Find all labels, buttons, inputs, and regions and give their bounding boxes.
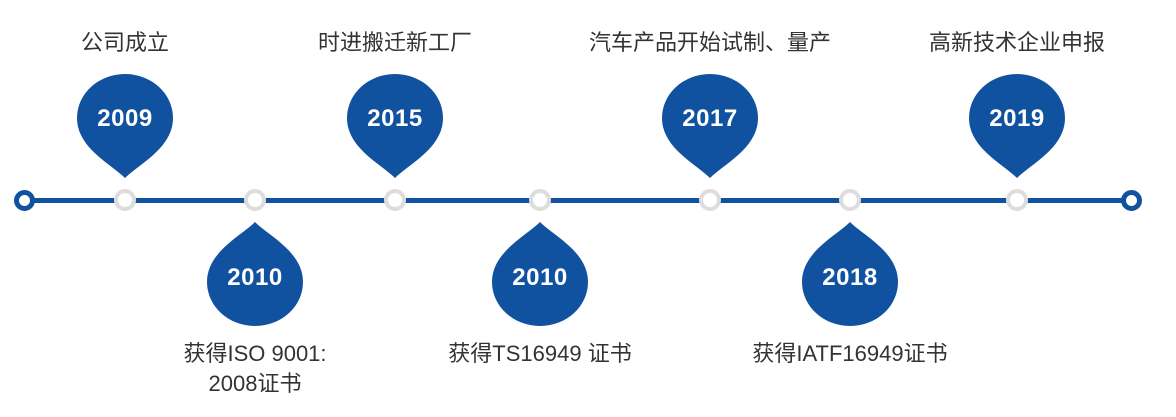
timeline-end-endpoint [1121,190,1142,211]
year-bubble: 2019 [967,74,1067,178]
year-bubble: 2010 [205,222,305,326]
event-year: 2009 [97,105,153,132]
year-bubble: 2018 [800,222,900,326]
timeline-node [839,189,861,211]
teardrop-shape [492,222,588,326]
year-bubble: 2009 [75,74,175,178]
year-bubble: 2010 [490,222,590,326]
event-year: 2019 [989,105,1045,132]
teardrop-shape [969,74,1065,178]
event-year: 2015 [367,105,423,132]
event-label: 获得TS16949 证书 [448,341,632,366]
event-year: 2010 [512,264,568,291]
timeline-start-endpoint [14,190,35,211]
timeline-node [244,189,266,211]
year-bubble: 2015 [345,74,445,178]
timeline-node [529,189,551,211]
event-label: 高新技术企业申报 [928,30,1106,55]
event-label: 获得ISO 9001: 2008证书 [183,341,327,396]
timeline-node [114,189,136,211]
timeline-line [25,198,1131,203]
teardrop-shape [662,74,758,178]
event-year: 2018 [822,264,878,291]
event-label: 时进搬迁新工厂 [317,30,473,55]
event-year: 2017 [682,105,738,132]
teardrop-shape [77,74,173,178]
timeline-node [1006,189,1028,211]
event-year: 2010 [227,264,283,291]
event-label: 公司成立 [80,30,170,55]
timeline-node [699,189,721,211]
year-bubble: 2017 [660,74,760,178]
timeline-node [384,189,406,211]
teardrop-shape [347,74,443,178]
teardrop-shape [802,222,898,326]
event-label: 获得IATF16949证书 [752,341,948,366]
event-label: 汽车产品开始试制、量产 [588,30,832,55]
teardrop-shape [207,222,303,326]
